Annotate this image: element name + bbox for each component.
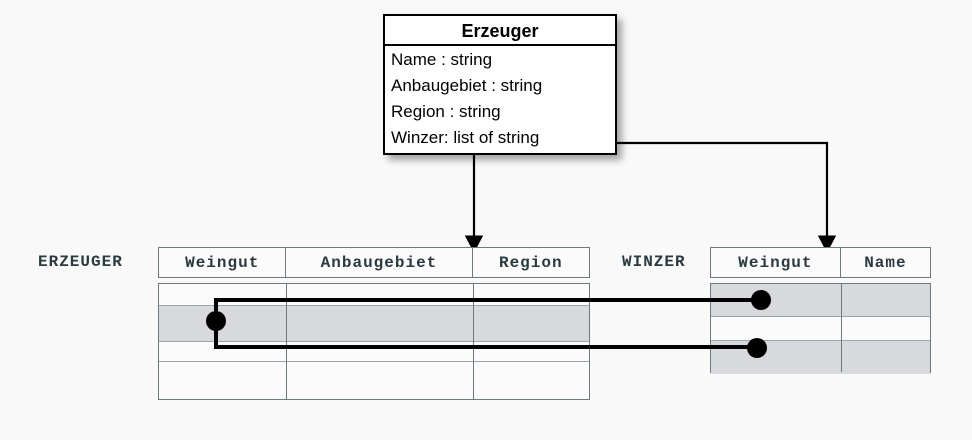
table-label-erzeuger: ERZEUGER: [38, 253, 123, 271]
table-row[interactable]: [711, 341, 930, 374]
uml-attribute-list: Name : string Anbaugebiet : string Regio…: [385, 46, 615, 151]
uml-attribute: Anbaugebiet : string: [391, 76, 543, 95]
column-header-anbaugebiet: Anbaugebiet: [286, 248, 473, 277]
table-row[interactable]: [159, 306, 589, 342]
uml-attribute: Region : string: [391, 102, 501, 121]
column-divider: [473, 284, 474, 399]
table-header-erzeuger: Weingut Anbaugebiet Region: [158, 247, 590, 278]
column-header-weingut: Weingut: [159, 248, 287, 277]
uml-class-erzeuger: Erzeuger Name : string Anbaugebiet : str…: [383, 14, 617, 155]
column-header-region: Region: [498, 253, 563, 272]
table-row[interactable]: [159, 362, 589, 399]
column-divider: [286, 284, 287, 399]
arrow-winzer-attribute-to-winzer-table: [606, 141, 837, 253]
table-row[interactable]: [711, 284, 930, 317]
column-divider: [841, 284, 842, 372]
table-header-winzer: Weingut Name: [710, 247, 931, 278]
table-row[interactable]: [159, 342, 589, 362]
uml-class-name: Erzeuger: [385, 16, 615, 46]
table-body-winzer: [710, 283, 931, 374]
column-header-weingut: Weingut: [711, 248, 841, 277]
table-row[interactable]: [711, 317, 930, 341]
table-row[interactable]: [159, 284, 589, 306]
uml-attribute: Winzer: list of string: [391, 128, 540, 147]
uml-attribute: Name : string: [391, 50, 493, 69]
table-label-winzer: WINZER: [622, 253, 686, 271]
column-header-name: Name: [864, 253, 907, 272]
table-body-erzeuger: [158, 283, 590, 400]
